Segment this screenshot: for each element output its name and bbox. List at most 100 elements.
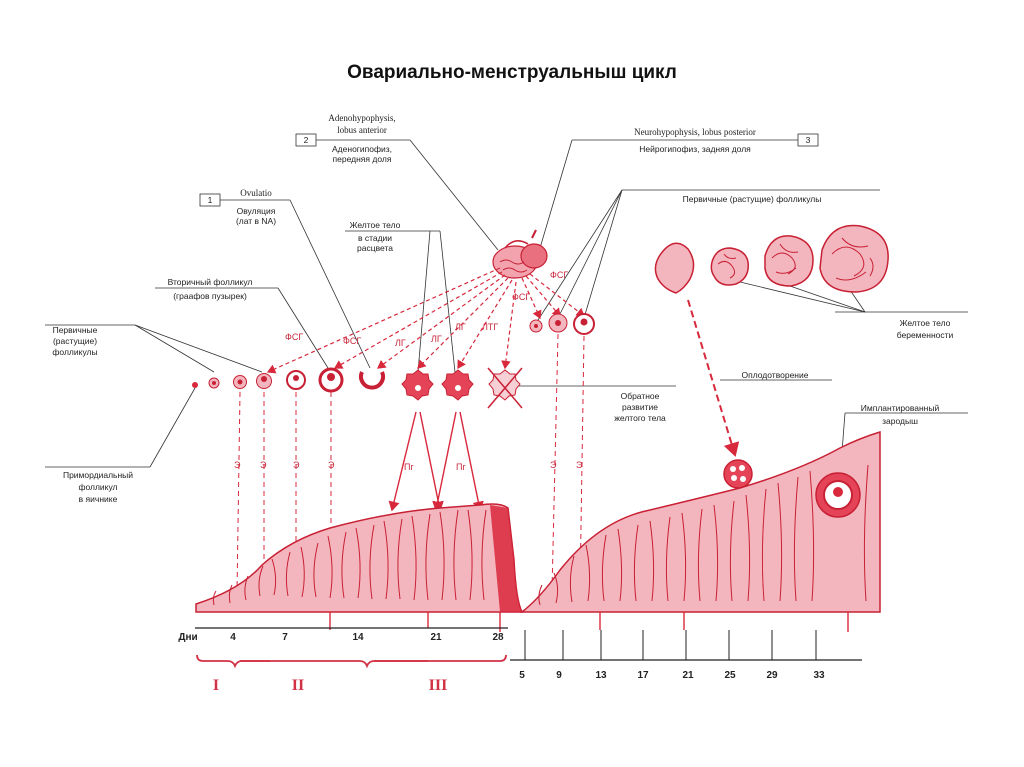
primary-follicles-left-3: фолликулы bbox=[52, 347, 97, 357]
adenohypophysis-ru-2: передняя доля bbox=[333, 154, 392, 164]
regression-2: развитие bbox=[622, 402, 658, 412]
regressing-corpus-luteum bbox=[487, 367, 523, 409]
lobus-anterior-label: lobus anterior bbox=[337, 125, 387, 135]
preg-day-17: 17 bbox=[637, 670, 649, 681]
primary-follicle-3 bbox=[256, 373, 272, 389]
regression-3: желтого тела bbox=[614, 413, 666, 423]
fertilization-group: Оплодотворение bbox=[720, 370, 832, 381]
corpus-luteum-1: Желтое тело bbox=[350, 220, 401, 230]
day-tick-21: 21 bbox=[430, 632, 442, 643]
lg-label-3: ЛГ bbox=[455, 322, 466, 332]
preg-day-13: 13 bbox=[595, 670, 607, 681]
luteum-stage-3 bbox=[764, 235, 814, 287]
corpus-luteum-2: в стадии bbox=[358, 233, 392, 243]
day-axis-pregnancy: 5 9 13 17 21 25 29 33 bbox=[510, 630, 862, 681]
endometrium-pregnancy bbox=[519, 430, 881, 632]
luteum-stage-2 bbox=[710, 247, 749, 286]
regression-1: Обратное bbox=[621, 391, 660, 401]
primary-follicles-left-2: (растущие) bbox=[53, 336, 97, 346]
day-axis-cycle: Дни 4 7 14 21 28 bbox=[178, 627, 508, 643]
primary-follicles-left-1: Первичные bbox=[53, 325, 98, 335]
day-tick-14: 14 bbox=[352, 632, 364, 643]
pituitary-gland bbox=[492, 229, 548, 279]
pregnancy-luteum-group: Желтое тело беременности bbox=[739, 281, 968, 340]
morula bbox=[723, 459, 753, 489]
phase-1: I bbox=[213, 677, 219, 694]
diagram-title: Овариально-менструальныш цикл bbox=[347, 62, 677, 83]
implanted-embryo-1: Имплантированный bbox=[861, 403, 940, 413]
implanted-embryo-2: зародыш bbox=[882, 416, 918, 426]
primordial-follicle bbox=[192, 382, 198, 388]
fsh-label-2: ФСГ bbox=[343, 336, 361, 346]
phase-2: II bbox=[292, 677, 304, 694]
ovulation-ru-2: (лат в NA) bbox=[236, 216, 276, 226]
preg-day-21: 21 bbox=[682, 670, 694, 681]
e-label-5: Э bbox=[550, 460, 557, 470]
endometrium-menstrual-cycle bbox=[195, 503, 524, 632]
new-primary-follicle-2 bbox=[548, 313, 568, 333]
ovulation-label-group: 1 Ovulatio Овуляция (лат в NA) bbox=[199, 188, 371, 369]
progesterone-arrows bbox=[388, 411, 484, 512]
corpus-luteum-label-group: Желтое тело в стадии расцвета bbox=[345, 220, 456, 373]
ltg-label: ЛТГ bbox=[482, 322, 498, 332]
luteum-stage-4 bbox=[819, 224, 889, 293]
follicle-row bbox=[192, 313, 595, 409]
fertilization-path bbox=[687, 299, 753, 489]
box-3-number: 3 bbox=[806, 135, 811, 145]
adenohypophysis-label-group: Adenohypophysis, lobus anterior 2 Аденог… bbox=[295, 113, 499, 251]
day-tick-4: 4 bbox=[230, 632, 236, 643]
preg-day-33: 33 bbox=[813, 670, 825, 681]
neurohypophysis-ru: Нейрогипофиз, задняя доля bbox=[639, 144, 751, 154]
pg-label-2: Пг bbox=[456, 462, 466, 472]
preg-day-9: 9 bbox=[556, 670, 562, 681]
adenohypophysis-label: Adenohypophysis, bbox=[328, 113, 395, 123]
growing-follicle bbox=[286, 370, 306, 390]
primordial-3: в яичнике bbox=[79, 494, 118, 504]
ovulatio-label: Ovulatio bbox=[240, 188, 272, 198]
lg-label-1: ЛГ bbox=[395, 338, 406, 348]
box-3 bbox=[797, 133, 819, 147]
corpus-luteum-3: расцвета bbox=[357, 243, 393, 253]
secondary-follicle-1: Вторичный фолликул bbox=[168, 277, 253, 287]
neurohypophysis-label-group: Neurohypophysis, lobus posterior 3 Нейро… bbox=[539, 127, 819, 249]
ovulating-follicle bbox=[359, 371, 385, 390]
corpus-luteum-1 bbox=[401, 369, 434, 401]
preg-day-5: 5 bbox=[519, 670, 525, 681]
days-label: Дни bbox=[178, 632, 197, 643]
pregnancy-luteum-2: беременности bbox=[897, 330, 954, 340]
day-tick-28: 28 bbox=[492, 632, 504, 643]
box-2-number: 2 bbox=[304, 135, 309, 145]
primary-follicles-top-label: Первичные (растущие) фолликулы bbox=[683, 194, 822, 204]
phase-3: III bbox=[429, 677, 448, 694]
phase-braces bbox=[196, 654, 507, 669]
secondary-follicle-group: Вторичный фолликул (граафов пузырек) bbox=[155, 277, 329, 369]
primary-follicles-left-group: Первичные (растущие) фолликулы bbox=[45, 324, 263, 373]
adenohypophysis-ru-1: Аденогипофиз, bbox=[332, 144, 392, 154]
e-label-1: Э bbox=[234, 460, 241, 470]
fsh-label-4: ФСГ bbox=[550, 270, 568, 280]
new-primary-follicle-3 bbox=[573, 313, 595, 335]
secondary-follicle-2: (граафов пузырек) bbox=[173, 291, 247, 301]
neuro-pointer bbox=[539, 139, 573, 249]
neurohypophysis-label: Neurohypophysis, lobus posterior bbox=[634, 127, 756, 137]
ovulation-ru-1: Овуляция bbox=[237, 206, 276, 216]
lg-label-2: ЛГ bbox=[431, 334, 442, 344]
preg-day-29: 29 bbox=[766, 670, 778, 681]
new-primary-follicle-1 bbox=[529, 319, 543, 333]
pregnancy-corpus-luteum-stages bbox=[654, 224, 889, 294]
ovulation-pointer bbox=[289, 199, 371, 369]
hormone-rays bbox=[266, 267, 585, 374]
preg-day-25: 25 bbox=[724, 670, 736, 681]
pg-label-1: Пг bbox=[404, 462, 414, 472]
phase-labels: I II III bbox=[213, 677, 447, 694]
box-1-number: 1 bbox=[208, 195, 213, 205]
e-label-6: Э bbox=[576, 460, 583, 470]
pregnancy-luteum-1: Желтое тело bbox=[900, 318, 951, 328]
graafian-follicle bbox=[318, 367, 344, 393]
fsh-label-3: ФСГ bbox=[512, 292, 530, 302]
luteum-stage-1 bbox=[654, 242, 695, 294]
primordial-1: Примордиальный bbox=[63, 470, 133, 480]
adeno-pointer bbox=[409, 139, 499, 251]
primary-follicle-2 bbox=[233, 375, 247, 389]
